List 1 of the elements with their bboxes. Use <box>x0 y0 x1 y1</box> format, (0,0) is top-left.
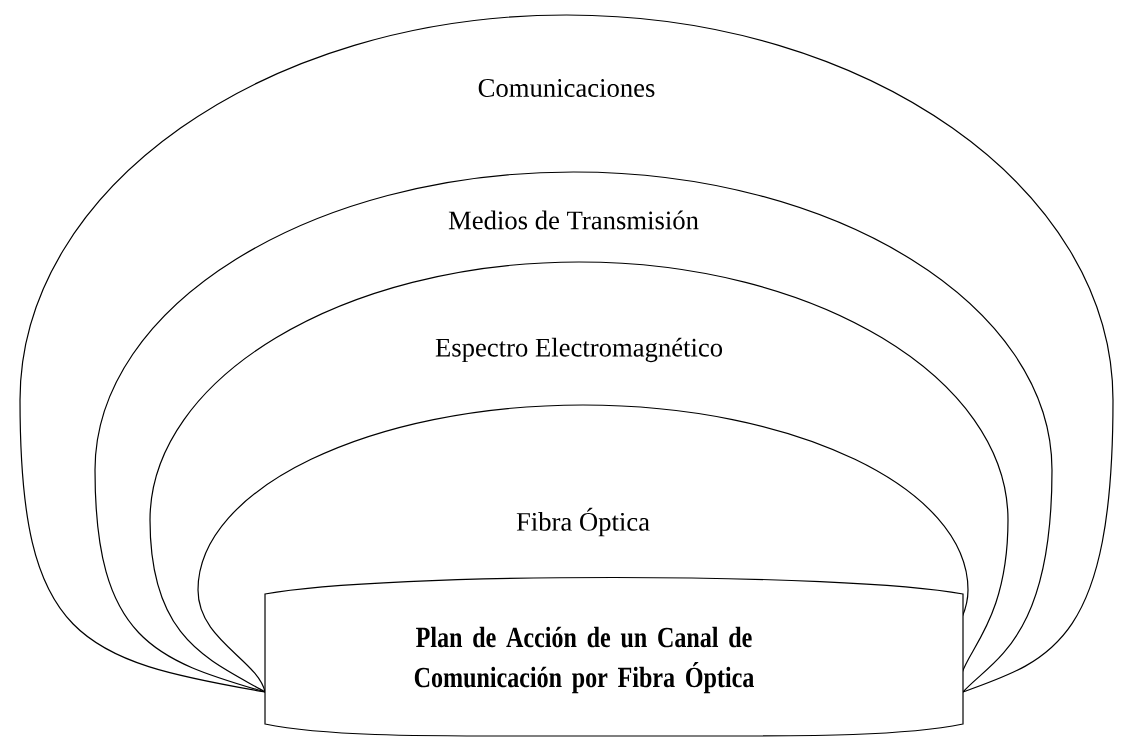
plan-box: Plan de Acción de un Canal de Comunicación por Fibra Óptica <box>264 576 964 737</box>
